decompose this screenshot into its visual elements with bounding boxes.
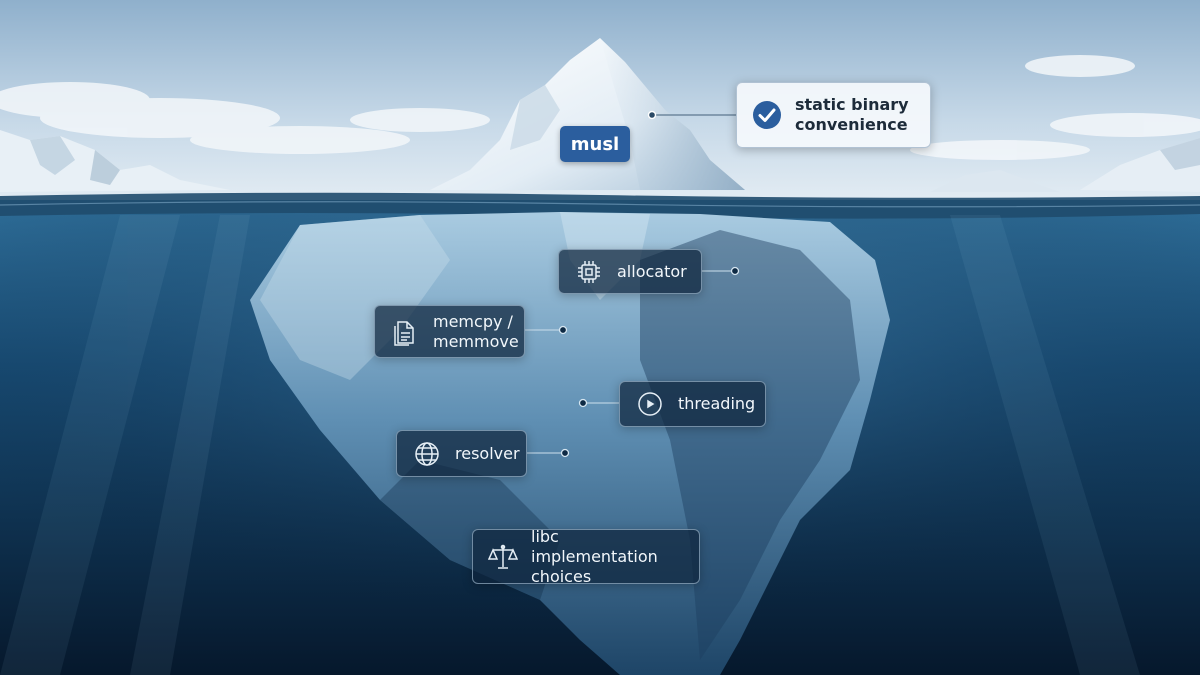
chip-icon: [573, 256, 605, 288]
callout-threading: threading: [619, 381, 766, 427]
iceberg-tip-label: musl: [560, 126, 630, 162]
callout-text: libc implementation choices: [531, 526, 658, 586]
callout-text: allocator: [617, 261, 687, 281]
callout-static-binary: static binary convenience: [736, 82, 931, 148]
anchor-dot: [647, 110, 657, 120]
anchor-dot: [558, 325, 568, 335]
callout-allocator: allocator: [558, 249, 702, 294]
anchor-dot: [560, 448, 570, 458]
document-icon: [389, 316, 421, 348]
anchor-dot: [730, 266, 740, 276]
callout-text: static binary convenience: [795, 95, 909, 134]
globe-icon: [411, 438, 443, 470]
scales-icon: [487, 541, 519, 573]
callout-text: threading: [678, 394, 756, 413]
callout-memcpy: memcpy / memmove: [374, 305, 525, 358]
thread-cycle-icon: [634, 388, 666, 420]
callout-resolver: resolver: [396, 430, 527, 477]
callout-text: memcpy / memmove: [433, 311, 519, 351]
callout-libc-choices: libc implementation choices: [472, 526, 700, 586]
callout-text: resolver: [455, 443, 520, 463]
anchor-dot: [578, 398, 588, 408]
checkmark-circle-icon: [751, 99, 783, 131]
